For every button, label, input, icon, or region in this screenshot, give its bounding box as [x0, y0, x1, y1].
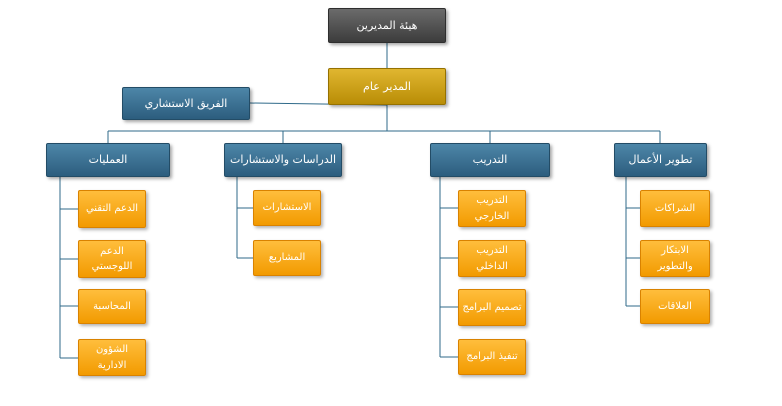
department-title: العمليات — [88, 153, 128, 167]
unit-label: المحاسبة — [93, 300, 131, 312]
unit-label: المشاريع — [268, 252, 306, 264]
unit-label: تنفيذ البرامج — [466, 351, 518, 363]
general-manager-box: المدير عام — [328, 68, 446, 105]
unit-box: الشؤون الادارية — [78, 339, 146, 376]
department-studies-consultancy-box: الدراسات والاستشارات — [224, 143, 342, 177]
unit-box: الدعم التقني — [78, 190, 146, 228]
unit-label: الدعم اللوجستي — [91, 245, 133, 273]
department-title: التدريب — [472, 153, 508, 167]
unit-box: التدريب الخارجي — [458, 190, 526, 227]
unit-box: الابتكار والتطوير — [640, 240, 710, 277]
unit-box: المحاسبة — [78, 289, 146, 324]
general-manager-label: المدير عام — [363, 79, 411, 93]
unit-box: المشاريع — [253, 240, 321, 276]
board-of-directors-box: هيئة المديرين — [328, 8, 446, 43]
unit-box: الاستشارات — [253, 190, 321, 226]
unit-label: الابتكار والتطوير — [657, 245, 693, 272]
unit-box: العلاقات — [640, 289, 710, 324]
unit-box: التدريب الداخلي — [458, 240, 526, 277]
department-operations-box: العمليات — [46, 143, 170, 177]
unit-box: الدعم اللوجستي — [78, 240, 146, 278]
department-business-development-box: تطوير الأعمال — [614, 143, 707, 177]
unit-label: الشراكات — [654, 202, 696, 214]
department-title: تطوير الأعمال — [628, 153, 693, 167]
unit-box: تنفيذ البرامج — [458, 339, 526, 375]
department-training-box: التدريب — [430, 143, 550, 177]
unit-label: التدريب الخارجي — [474, 195, 510, 222]
unit-label: التدريب الداخلي — [476, 245, 508, 272]
unit-label: الشؤون الادارية — [95, 344, 129, 371]
advisory-team-label: الفريق الاستشاري — [144, 96, 228, 110]
unit-label: الاستشارات — [262, 202, 312, 214]
department-title: الدراسات والاستشارات — [229, 153, 337, 167]
unit-label: العلاقات — [658, 300, 692, 312]
unit-label: الدعم التقني — [85, 203, 139, 215]
advisory-team-box: الفريق الاستشاري — [122, 87, 250, 120]
unit-box: الشراكات — [640, 190, 710, 227]
unit-box: تصميم البرامج — [458, 289, 526, 326]
unit-label: تصميم البرامج — [462, 301, 522, 313]
board-of-directors-label: هيئة المديرين — [356, 18, 418, 32]
